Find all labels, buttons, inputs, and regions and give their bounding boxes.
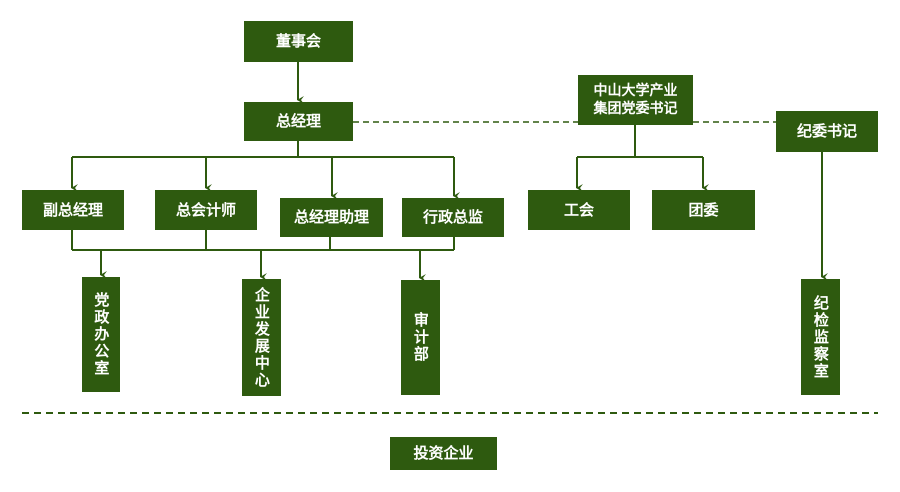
- node-enterprise-dev-center: 企业发展中心: [242, 279, 281, 396]
- node-audit-dept: 审计部: [401, 280, 440, 395]
- node-discipline-office: 纪检监察室: [801, 279, 840, 395]
- node-party-office: 党政办公室: [82, 277, 120, 392]
- node-party-secretary: 中山大学产业 集团党委书记: [578, 75, 693, 125]
- node-youth-league: 团委: [652, 190, 755, 230]
- node-deputy-gm: 副总经理: [22, 190, 124, 230]
- node-board: 董事会: [244, 21, 353, 62]
- node-discipline-secretary: 纪委书记: [776, 111, 878, 152]
- node-invested-enterprises: 投资企业: [390, 437, 497, 470]
- node-union: 工会: [528, 190, 630, 230]
- node-chief-accountant: 总会计师: [155, 190, 257, 230]
- node-gm-assistant: 总经理助理: [280, 198, 383, 237]
- node-gm: 总经理: [244, 102, 353, 141]
- node-admin-director: 行政总监: [402, 198, 504, 237]
